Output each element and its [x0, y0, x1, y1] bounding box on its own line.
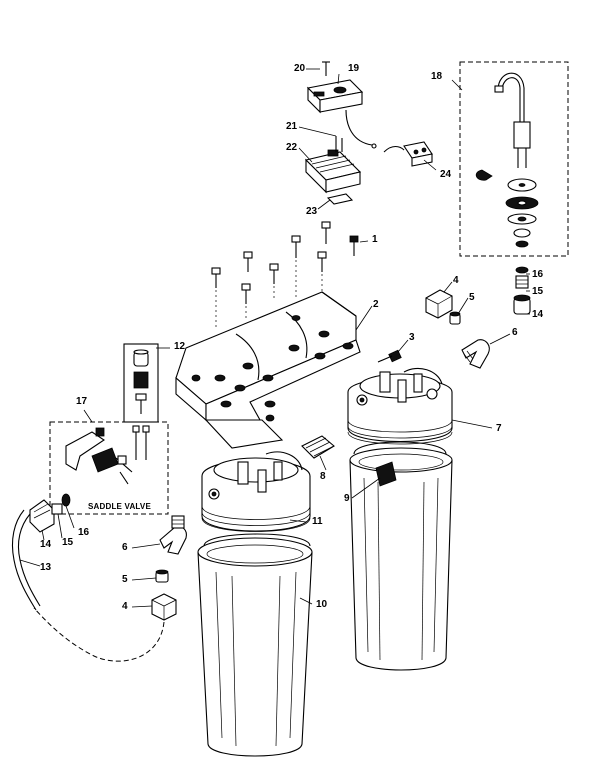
callout-14-right: 14 — [532, 309, 544, 320]
callout-5-left: 5 — [122, 574, 128, 585]
faucet-assembly — [475, 72, 539, 248]
callout-16-left: 16 — [78, 527, 90, 538]
left-filter-cap — [201, 451, 311, 532]
inlet-fitting — [11, 493, 71, 611]
right-filter-housing — [349, 441, 453, 671]
pressure-switch — [306, 61, 377, 149]
callout-17: 17 — [76, 396, 88, 407]
mounting-screws — [211, 221, 359, 330]
faucet-assembly-box — [459, 61, 569, 257]
callout-20: 20 — [294, 63, 306, 74]
saddle-valve-box — [49, 421, 169, 515]
power-plug — [383, 141, 433, 167]
saddle-valve-label: SADDLE VALVE — [88, 502, 151, 511]
callout-21: 21 — [286, 121, 298, 132]
left-elbow — [159, 515, 187, 555]
callout-15-right: 15 — [532, 286, 544, 297]
callout-1: 1 — [372, 234, 378, 245]
right-filter-cap — [347, 367, 453, 445]
callout-13: 13 — [40, 562, 52, 573]
center-nipple — [301, 435, 335, 459]
control-module — [304, 136, 362, 205]
callout-4-left: 4 — [122, 601, 128, 612]
callout-24: 24 — [440, 169, 452, 180]
callout-2: 2 — [373, 299, 379, 310]
callout-5-right: 5 — [469, 292, 475, 303]
callout-7: 7 — [496, 423, 502, 434]
left-nut — [151, 593, 177, 621]
callout-18: 18 — [431, 71, 443, 82]
callout-15-left: 15 — [62, 537, 74, 548]
callout-11: 11 — [312, 516, 323, 527]
callout-14-left: 14 — [40, 539, 52, 550]
screw-kit-box — [123, 343, 159, 423]
right-elbow — [461, 339, 490, 369]
callout-19: 19 — [348, 63, 360, 74]
right-fittings — [425, 289, 461, 325]
mounting-bracket — [175, 291, 361, 449]
callout-9: 9 — [344, 493, 350, 504]
left-insert — [155, 569, 169, 583]
bracket-screw — [377, 349, 402, 363]
callout-10: 10 — [316, 599, 328, 610]
callout-22: 22 — [286, 142, 298, 153]
left-filter-housing — [197, 533, 313, 757]
callout-3: 3 — [409, 332, 415, 343]
callout-8: 8 — [320, 471, 326, 482]
callout-6-left: 6 — [122, 542, 128, 553]
callout-6-right: 6 — [512, 327, 518, 338]
callout-12: 12 — [174, 341, 186, 352]
callout-23: 23 — [306, 206, 318, 217]
faucet-fittings — [513, 266, 531, 315]
callout-4-right: 4 — [453, 275, 459, 286]
leader-lines — [19, 68, 530, 608]
callout-16-right: 16 — [532, 269, 544, 280]
